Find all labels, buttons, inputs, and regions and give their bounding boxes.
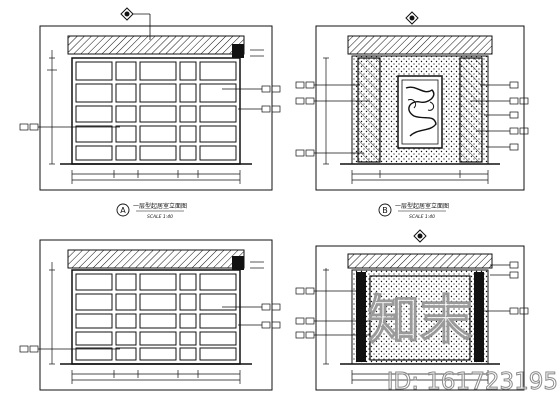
vertical-dimension [323, 268, 329, 365]
section-marker-letter: B [382, 206, 388, 215]
vertical-dimension [49, 262, 55, 365]
panel-grid-c [75, 273, 237, 361]
ceiling-hatch [347, 253, 493, 269]
left-carved-pilaster [357, 57, 381, 163]
diamond-eye-icon [405, 11, 419, 25]
caption-scale: SCALE 1:40 [409, 214, 435, 220]
vertical-dimension [323, 57, 329, 165]
watermark-brand: 知末 [368, 291, 472, 351]
boxed-tag-icon [295, 81, 529, 157]
horizontal-dimension [351, 370, 489, 384]
caption-scale: SCALE 1:40 [147, 214, 173, 220]
inner-panel [369, 275, 471, 361]
section-marker-a [116, 203, 130, 217]
section-marker-b [378, 203, 392, 217]
elevation-panel-a [19, 7, 281, 191]
diamond-eye-icon [413, 229, 427, 243]
ceiling-hatch [67, 35, 245, 55]
panel-frame [315, 245, 525, 391]
panel-frame [315, 25, 525, 191]
horizontal-dimension [71, 370, 241, 384]
caption-title: 一层型起居室立面图 [133, 202, 187, 210]
vertical-dimension [47, 50, 57, 165]
central-ornament-panel [397, 75, 443, 149]
horizontal-dimension [351, 170, 489, 184]
section-marker-letter: A [120, 206, 126, 215]
panel-b-caption: B 一层型起居室立面图 SCALE 1:40 [378, 202, 449, 220]
horizontal-dimension [71, 170, 241, 184]
panel-a-caption: A 一层型起居室立面图 SCALE 1:40 [116, 202, 187, 220]
elevation-panel-b [295, 11, 529, 191]
ceiling-hatch [347, 35, 493, 55]
right-dark-frame [474, 272, 484, 362]
boxed-tag-icon [295, 261, 529, 339]
caption-title: 一层型起居室立面图 [395, 202, 449, 210]
elevation-panel-c [19, 239, 281, 391]
feature-wall [351, 269, 489, 365]
watermark: 知末 ID: 161723195 [367, 290, 558, 395]
ceiling-hatch [67, 249, 245, 269]
cornice-block [232, 256, 244, 270]
right-carved-pilaster [459, 57, 483, 163]
left-dark-frame [356, 272, 366, 362]
diamond-eye-icon [120, 7, 151, 40]
boxed-tag-icon [19, 49, 281, 131]
panel-frame [39, 239, 273, 391]
wall-panel-outline [71, 269, 241, 365]
panel-grid-a [75, 61, 237, 161]
elevation-panel-d [295, 229, 529, 391]
boxed-tag-icon [19, 261, 281, 353]
wall-panel-outline [71, 57, 241, 165]
watermark-id: ID: 161723195 [387, 369, 558, 395]
cornice-block [232, 44, 244, 58]
